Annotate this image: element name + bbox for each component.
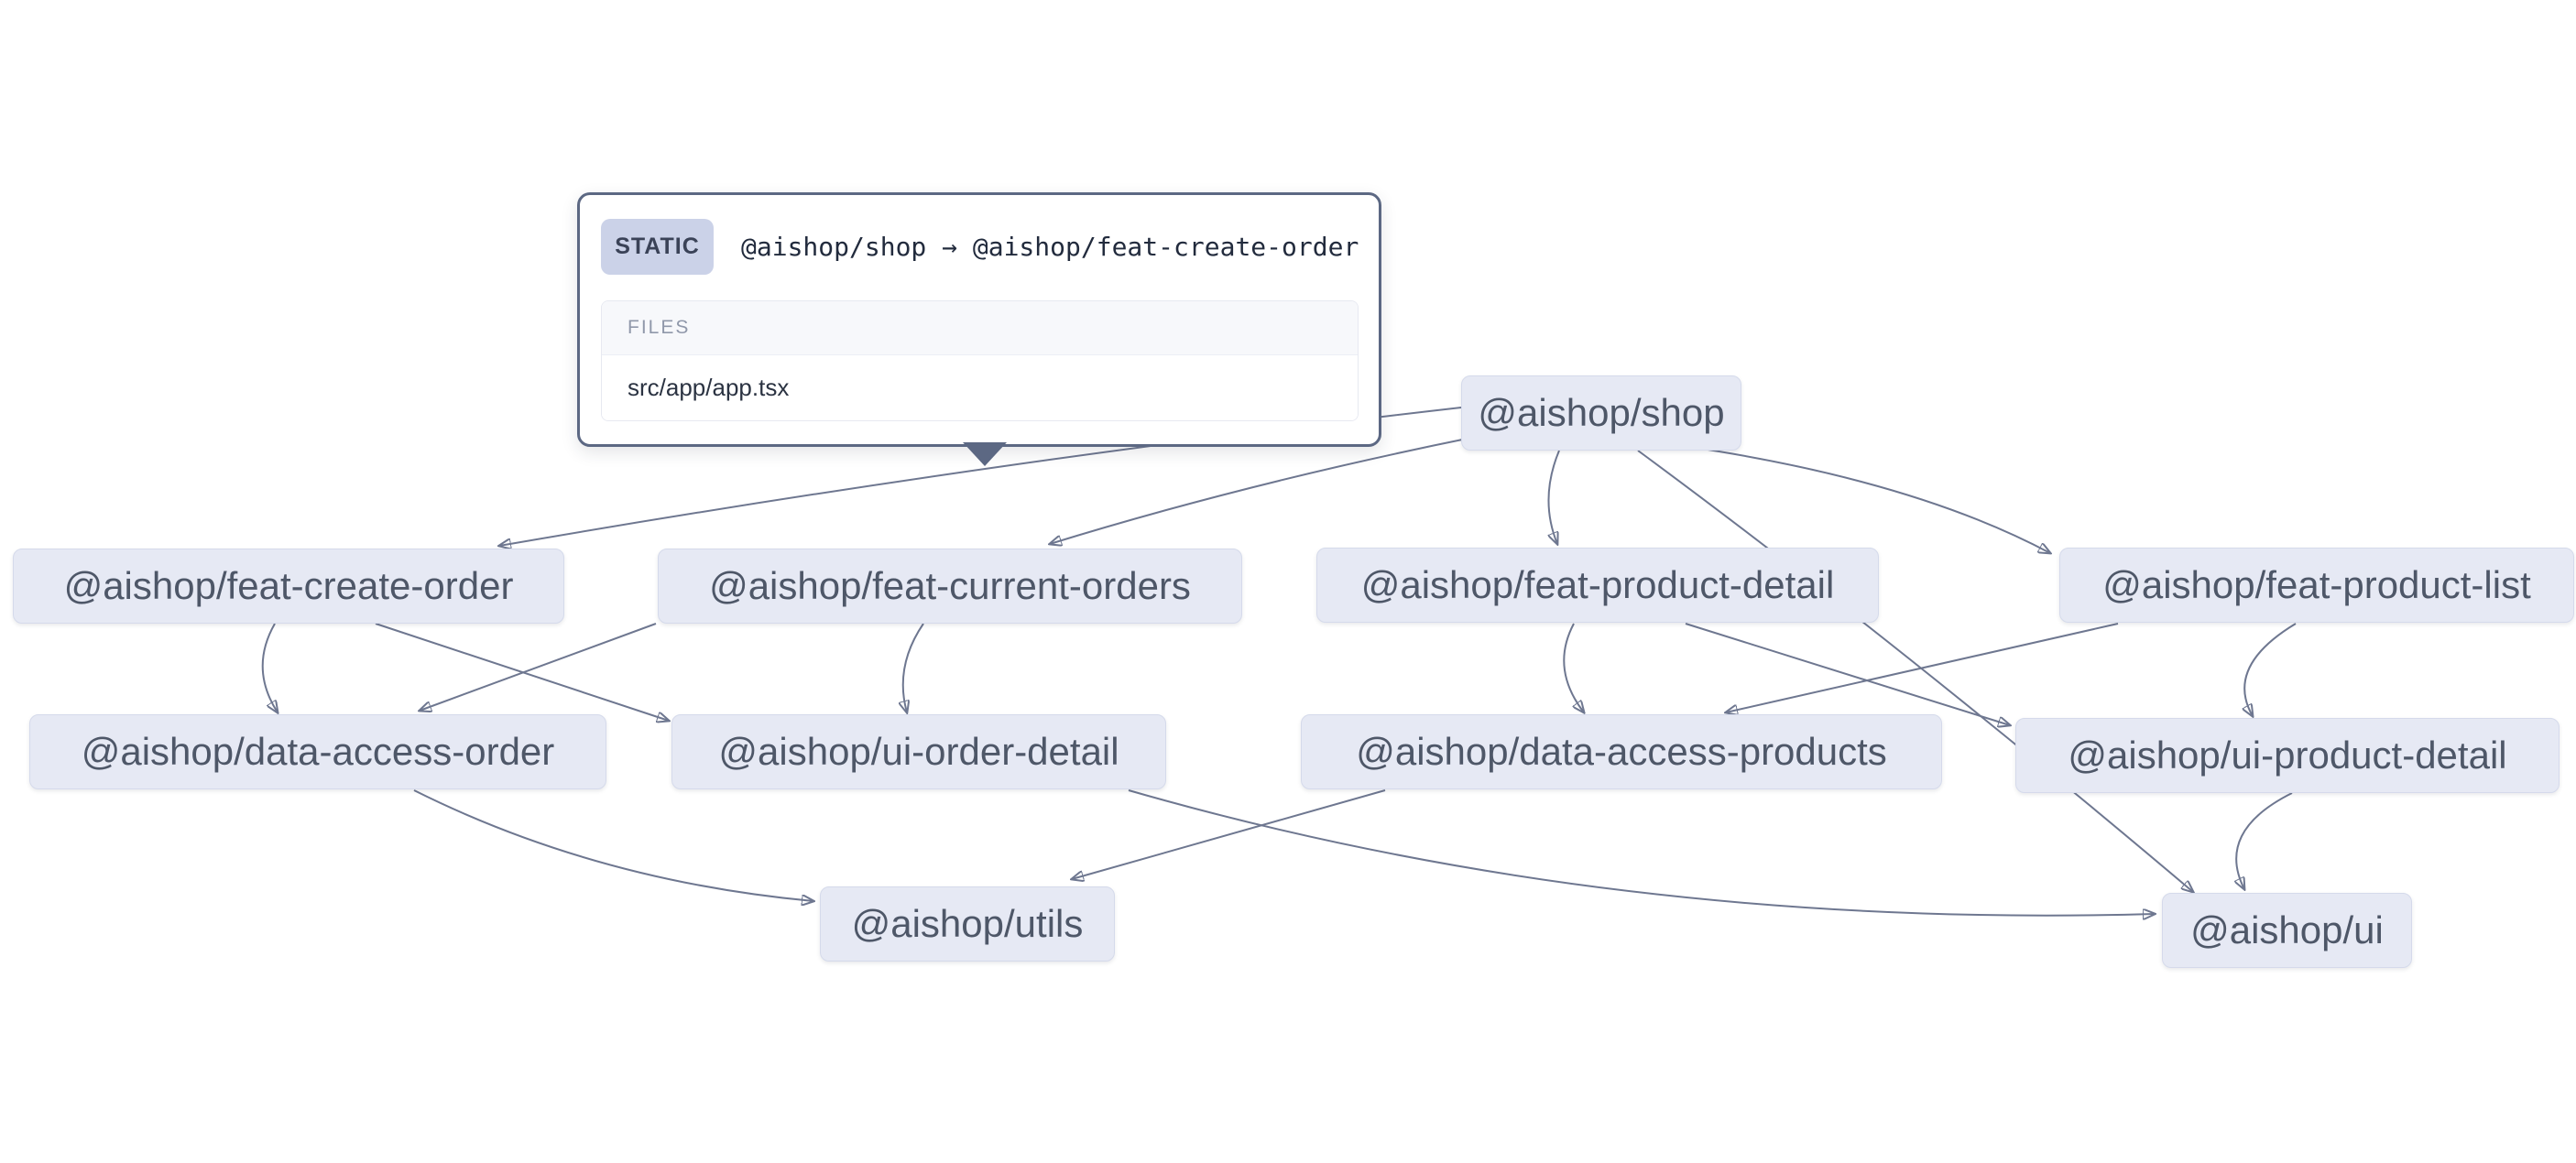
- node-feat-product-detail[interactable]: @aishop/feat-product-detail: [1316, 548, 1879, 623]
- files-panel-label: FILES: [602, 301, 1358, 355]
- edge-files-panel: FILES src/app/app.tsx: [601, 300, 1359, 421]
- edge-feat-current-orders-data-access-order[interactable]: [420, 623, 657, 711]
- edge-feat-product-detail-ui-product-detail[interactable]: [1685, 623, 2010, 725]
- edge-feat-current-orders-ui-order-detail[interactable]: [903, 623, 924, 712]
- node-feat-current-orders[interactable]: @aishop/feat-current-orders: [658, 549, 1242, 624]
- node-utils[interactable]: @aishop/utils: [820, 886, 1115, 962]
- edge-data-access-products-utils[interactable]: [1072, 789, 1386, 879]
- node-feat-create-order[interactable]: @aishop/feat-create-order: [13, 549, 564, 624]
- node-data-access-products[interactable]: @aishop/data-access-products: [1301, 714, 1942, 789]
- edge-shop-feat-product-list[interactable]: [1689, 446, 2050, 553]
- edge-feat-product-detail-data-access-products[interactable]: [1563, 623, 1584, 712]
- node-data-access-order[interactable]: @aishop/data-access-order: [29, 714, 606, 789]
- node-ui-order-detail[interactable]: @aishop/ui-order-detail: [671, 714, 1166, 789]
- node-shop[interactable]: @aishop/shop: [1461, 375, 1741, 451]
- edge-shop-ui[interactable]: [1637, 450, 2193, 892]
- edge-type-badge: STATIC: [601, 219, 714, 275]
- edge-shop-feat-product-detail[interactable]: [1547, 450, 1560, 544]
- edge-tooltip: STATIC @aishop/shop → @aishop/feat-creat…: [577, 192, 1381, 466]
- edge-feat-product-list-data-access-products[interactable]: [1726, 623, 2119, 712]
- file-path: src/app/app.tsx: [602, 355, 1358, 420]
- tooltip-caret-icon: [963, 442, 1007, 466]
- edge-shop-feat-current-orders[interactable]: [1050, 437, 1472, 544]
- edge-data-access-order-utils[interactable]: [413, 789, 813, 901]
- edge-ui-product-detail-ui[interactable]: [2236, 792, 2293, 889]
- node-ui[interactable]: @aishop/ui: [2162, 893, 2412, 968]
- edge-feat-product-list-ui-product-detail[interactable]: [2244, 623, 2297, 716]
- edge-tooltip-header: STATIC @aishop/shop → @aishop/feat-creat…: [580, 195, 1379, 275]
- node-ui-product-detail[interactable]: @aishop/ui-product-detail: [2015, 718, 2560, 793]
- edge-tooltip-title: @aishop/shop → @aishop/feat-create-order: [741, 232, 1359, 262]
- edge-ui-order-detail-ui[interactable]: [1128, 789, 2155, 916]
- node-feat-product-list[interactable]: @aishop/feat-product-list: [2059, 548, 2574, 623]
- edge-feat-create-order-data-access-order[interactable]: [261, 623, 278, 712]
